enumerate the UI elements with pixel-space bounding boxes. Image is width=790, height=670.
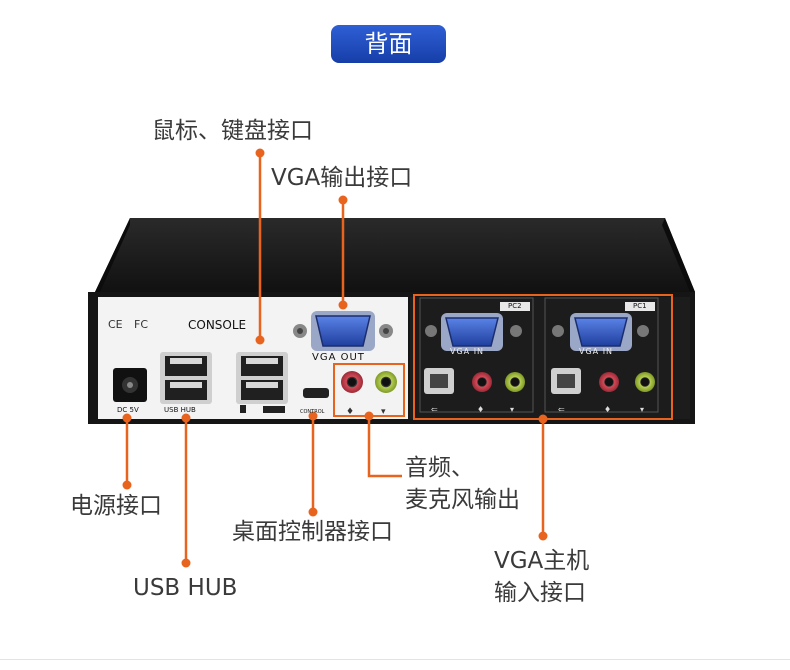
svg-text:♦: ♦ [346,407,354,417]
pc1-vga-in [552,313,649,351]
callout-audio-line1: 音频、 [405,455,474,481]
svg-text:▾: ▾ [640,405,644,414]
svg-text:⇐: ⇐ [558,405,565,414]
section-badge: 背面 [331,25,446,63]
svg-text:⇐: ⇐ [431,405,438,414]
callout-usb-hub: USB HUB [133,575,238,601]
callout-vga-out: VGA输出接口 [271,165,413,191]
svg-text:▾: ▾ [381,407,386,417]
callout-audio-line2: 麦克风输出 [405,487,520,513]
bottom-divider [0,659,790,660]
callout-mouse-keyboard: 鼠标、键盘接口 [152,118,313,144]
callout-power: 电源接口 [70,493,162,519]
usb-hub-ports [160,352,212,404]
callout-lines [125,153,545,563]
callout-vga-host-line1: VGA主机 [494,548,590,574]
svg-text:♦: ♦ [477,405,484,414]
chassis-top [95,218,695,292]
svg-text:▾: ▾ [510,405,514,414]
pc2-vga-in [425,313,522,351]
svg-text:♦: ♦ [604,405,611,414]
callout-vga-host-line2: 输入接口 [494,580,586,606]
callout-desktop-controller: 桌面控制器接口 [232,519,393,545]
vga-out-connector [293,311,393,351]
control-port [303,388,329,398]
console-usb-ports [236,352,288,404]
